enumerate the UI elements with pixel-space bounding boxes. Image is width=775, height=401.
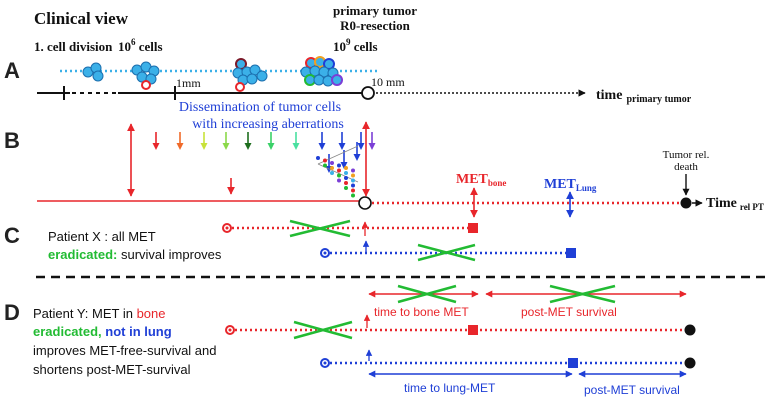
dissemination-arrowhead: [368, 143, 376, 150]
patient-y-line3: improves MET-free-survival and: [33, 343, 217, 358]
patient-y-line1: Patient Y: MET in bone: [33, 306, 166, 321]
dissemination-arrowhead: [318, 143, 326, 150]
patient-x-cross-bone: [289, 219, 351, 238]
aberrant-cell-dot: [344, 166, 348, 170]
post-met-top-label: post-MET survival: [521, 305, 617, 319]
one-mm-label: 1mm: [176, 76, 201, 90]
cell-cluster-medium: [232, 58, 268, 92]
aberrant-cell-dot: [351, 168, 355, 173]
aberrant-cell-dot: [351, 178, 355, 183]
time-to-bone-label: time to bone MET: [374, 305, 469, 319]
aberrant-cell-dot: [323, 158, 327, 163]
aberrant-cell-dot: [330, 166, 334, 170]
dissemination-arrowhead: [267, 143, 275, 150]
aberrant-cell-dot: [351, 188, 355, 193]
patient-y-lung-track: [320, 357, 696, 369]
tumor-death-marker: [680, 197, 692, 209]
ten-mm-label: 10 mm: [371, 75, 405, 89]
aberrant-cell-dot: [344, 176, 348, 180]
cells-1e6-label: 106 cells: [118, 37, 163, 54]
aberrant-cell-dot: [337, 178, 341, 183]
dissemination-arrowhead: [340, 162, 348, 169]
patient-y-bone-track: [225, 324, 696, 336]
dissemination-arrowhead: [353, 154, 361, 161]
dissemination-arrowhead: [200, 143, 208, 150]
cell-cluster-1e6: [131, 61, 160, 90]
aberrant-cell-dot: [351, 183, 355, 188]
dissemination-arrowhead: [222, 143, 230, 150]
aberrant-cell-dot: [323, 163, 327, 168]
aberrant-cell-dot: [351, 173, 355, 178]
patient-y-cross-bone: [293, 320, 353, 340]
r0-resection-label: R0-resection: [340, 18, 411, 33]
patient-y-line4: shortens post-MET-survival: [33, 362, 191, 377]
dissemination-label-line2: with increasing aberrations: [192, 117, 344, 132]
patient-y-line2: eradicated, not in lung: [33, 324, 172, 339]
aberrant-cell-dot: [330, 161, 334, 165]
row-letter-d: D: [4, 300, 20, 325]
post-met-bottom-label: post-MET survival: [584, 383, 680, 397]
primary-tumor-timeline: [37, 86, 586, 100]
dissemination-label-line1: Dissemination of tumor cells: [179, 100, 341, 115]
patient-x-line2: eradicated: survival improves: [48, 247, 222, 262]
aberrant-cell-dot: [337, 173, 341, 178]
aberrant-cell-dot: [344, 181, 348, 185]
dissemination-arrows: [152, 132, 376, 173]
row-letter-b: B: [4, 128, 20, 153]
cell-cluster-1e9: [300, 56, 343, 87]
patient-x-cross-lung: [417, 243, 476, 262]
time-to-lung-label: time to lung-MET: [404, 381, 496, 395]
dissemination-arrowhead: [338, 143, 346, 150]
aberrant-cell-dot: [344, 186, 348, 190]
aberrant-cell-dot: [337, 163, 341, 168]
aberrant-cell-dot: [344, 171, 348, 175]
patient-x-bone-track: [222, 223, 478, 233]
aberrant-cell-dot: [337, 168, 341, 173]
dissemination-arrowhead: [292, 143, 300, 150]
dissemination-arrowhead: [357, 143, 365, 150]
aberrant-cell-dot: [351, 193, 355, 198]
row-letter-c: C: [4, 223, 20, 248]
resection-marker: [358, 196, 372, 210]
met-bone-label: METbone: [456, 172, 506, 188]
patient-x-lung-track: [320, 248, 576, 258]
cell-cluster-small: [82, 62, 104, 82]
primary-tumor-label: primary tumor: [333, 3, 417, 18]
tumor-death-label-line1: Tumor rel.: [663, 149, 710, 161]
dissemination-arrowhead: [244, 143, 252, 150]
row-letter-a: A: [4, 58, 20, 83]
diagram-title: Clinical view: [34, 9, 129, 28]
met-lung-label: METLung: [544, 177, 597, 193]
cells-1e9-label: 109 cells: [333, 37, 378, 54]
aberrant-cell-dot: [330, 171, 334, 175]
patient-y-cross-time-to-bone: [397, 284, 457, 304]
cell-division-label: 1. cell division: [34, 39, 113, 54]
aberration-triangle: [316, 145, 359, 198]
dissemination-arrowhead: [176, 143, 184, 150]
tumor-death-label-line2: death: [674, 161, 698, 173]
patient-y-cross-post-met: [549, 284, 616, 304]
aberrant-cell-dot: [316, 156, 320, 160]
patient-x-line1: Patient X : all MET: [48, 229, 156, 244]
dissemination-arrowhead: [152, 143, 160, 150]
